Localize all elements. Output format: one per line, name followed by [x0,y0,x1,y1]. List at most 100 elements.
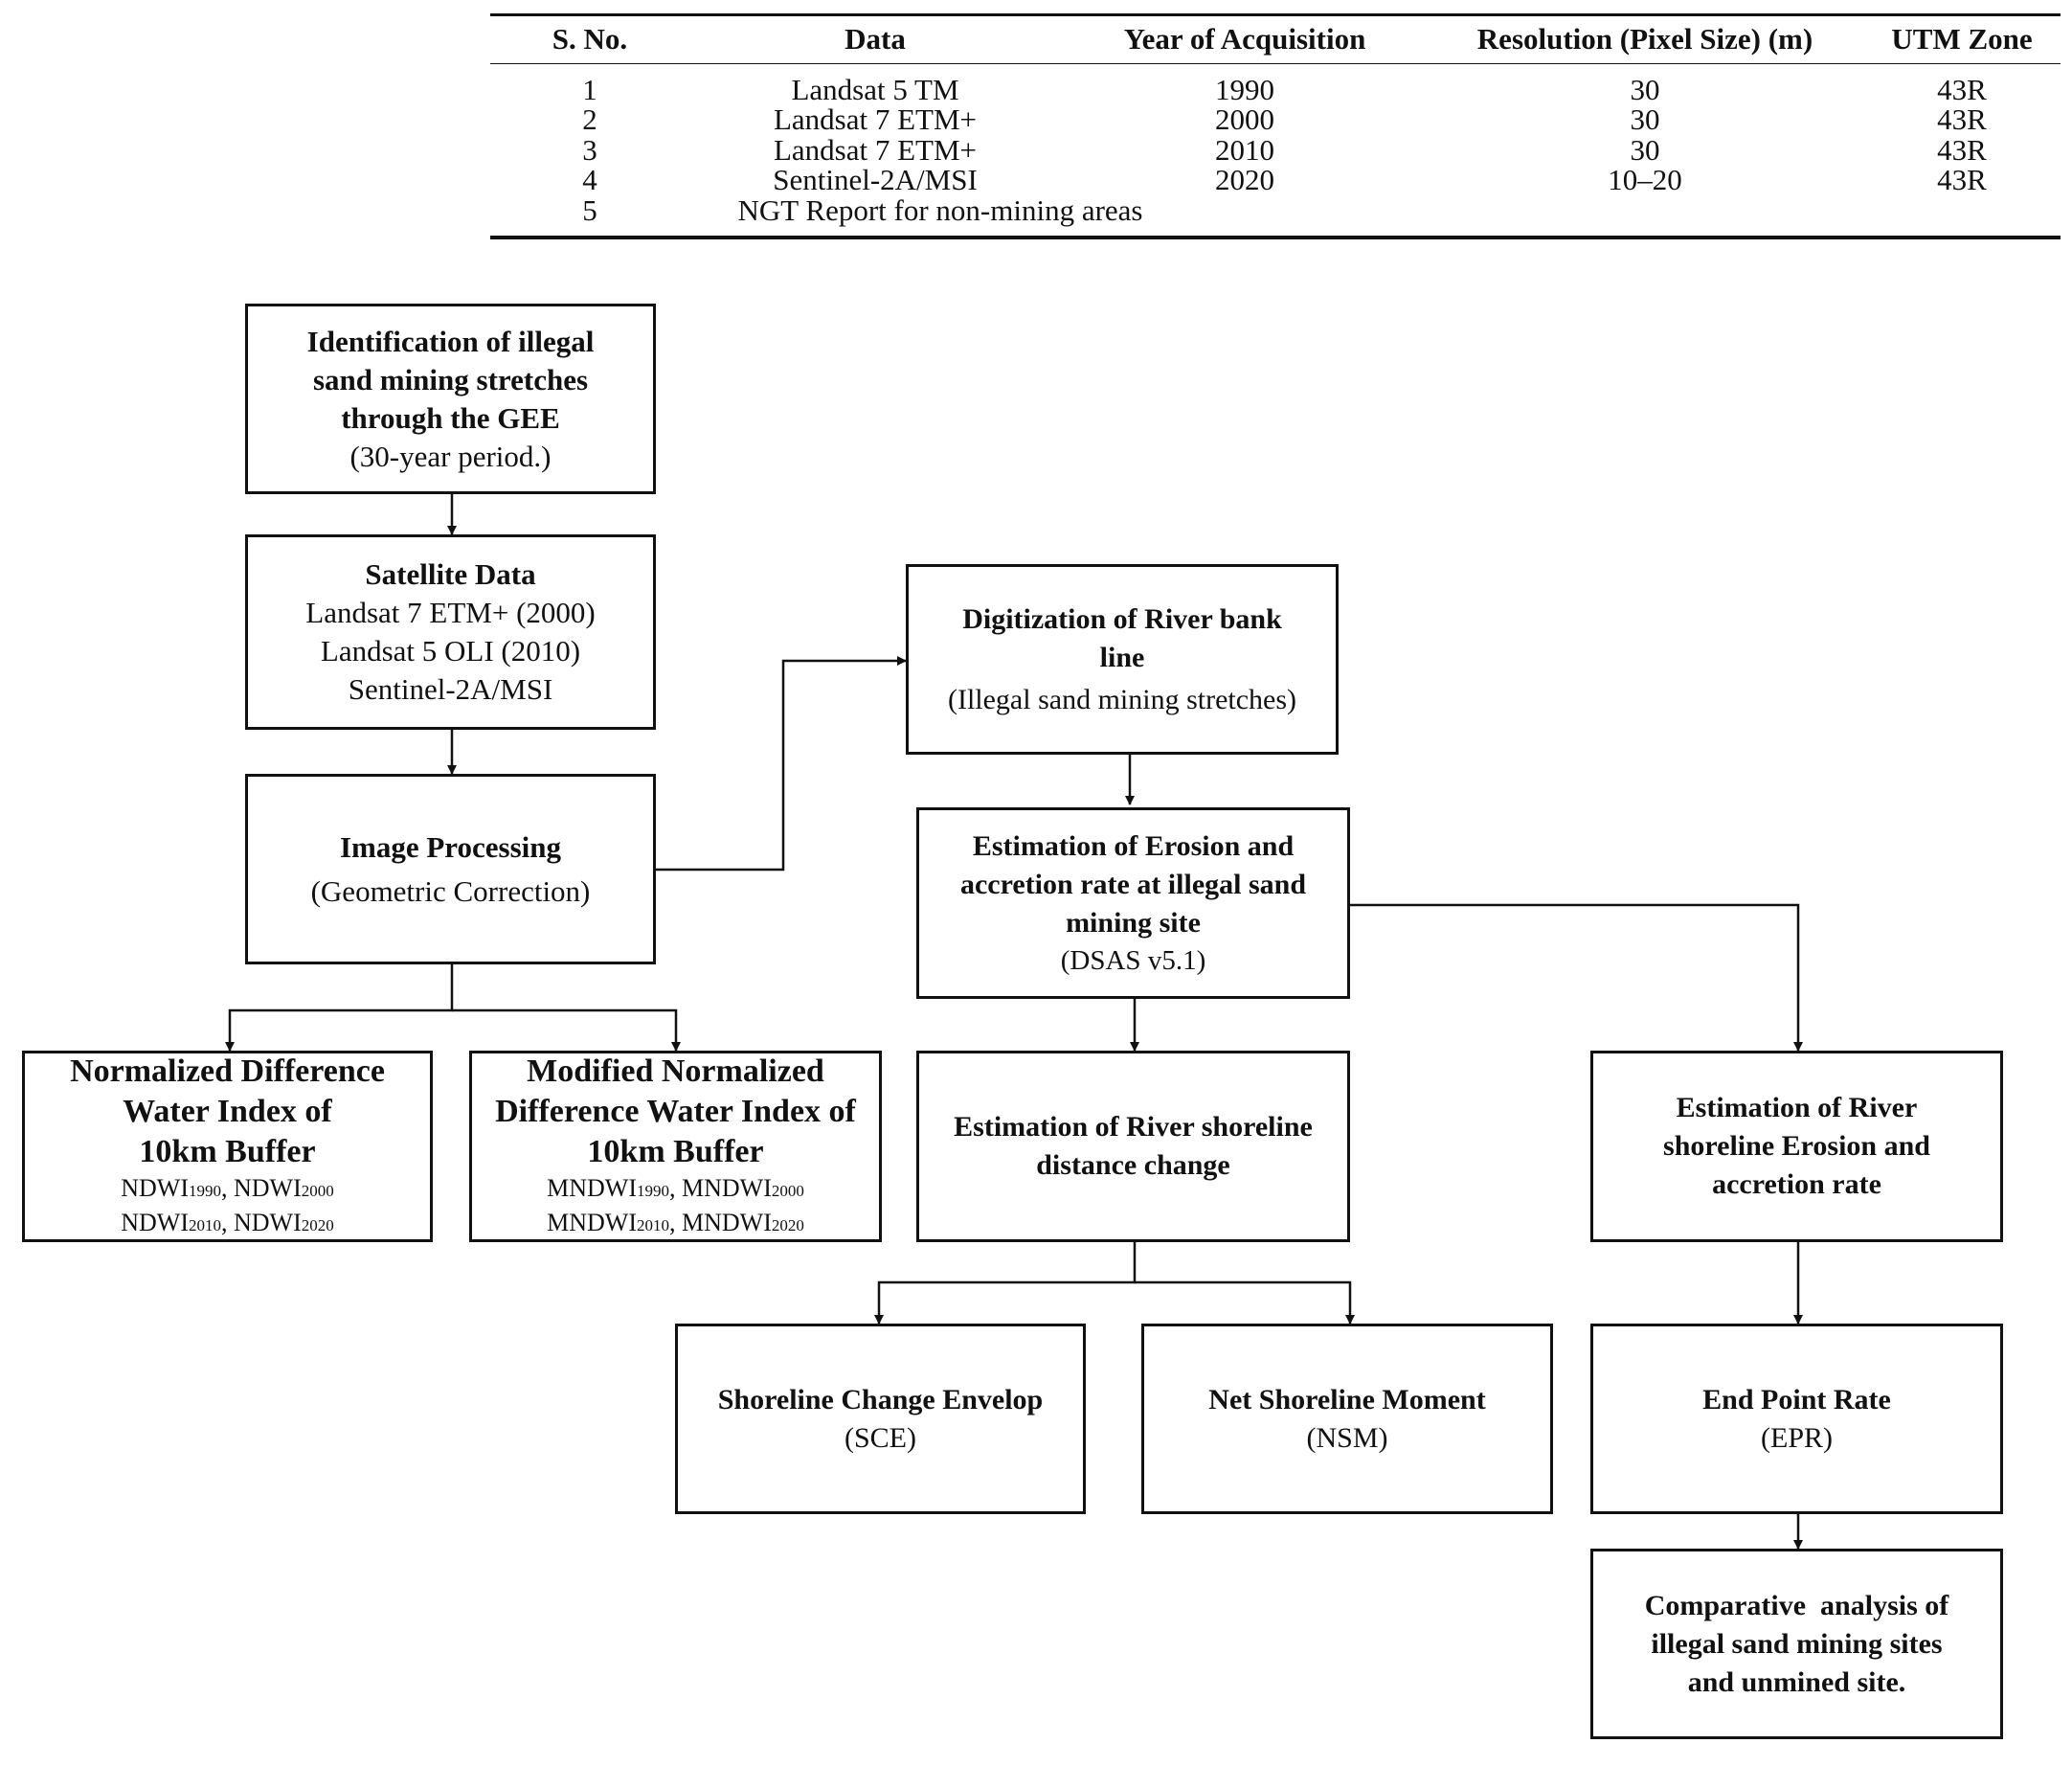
ndwi-prefix: NDWI [234,1174,302,1202]
arrow-processing-to-digitization [656,656,907,872]
digitization-box: Digitization of River bank line (Illegal… [906,564,1339,755]
table-cell: Landsat 7 ETM+ [773,102,978,136]
estimation-erosion-sub: (DSAS v5.1) [1060,945,1206,976]
sce-title: Shoreline Change Envelop [717,1383,1044,1415]
digitization-sub: (Illegal sand mining stretches) [947,683,1297,715]
table-cell: 43R [1937,102,1987,136]
mndwi-prefix: MNDWI [682,1209,772,1236]
sce-box: Shoreline Change Envelop (SCE) [675,1324,1086,1514]
arrow-processing-to-mndwi [452,1008,681,1052]
ndwi-line-2: Water Index of [123,1094,332,1129]
arrow-processing-split [225,964,454,1052]
shoreline-rate-line-3: accretion rate [1712,1168,1881,1200]
mndwi-prefix: MNDWI [547,1209,637,1236]
nsm-sub: (NSM) [1306,1421,1388,1454]
table-cell: 2 [582,102,597,136]
mndwi-line-1: Modified Normalized [527,1053,824,1089]
table-cell: 43R [1937,163,1987,196]
mndwi-year: 1990 [637,1182,669,1200]
arrow-estimation-to-rate [1350,903,1803,1052]
image-processing-title: Image Processing [339,829,562,864]
table-cell: 5 [582,193,597,227]
table-cell: 4 [582,163,597,196]
table-cell: 43R [1937,133,1987,167]
satellite-title: Satellite Data [365,557,536,591]
identification-line-2: sand mining stretches [312,362,589,396]
image-processing-sub: (Geometric Correction) [310,873,591,908]
table-cell: NGT Report for non-mining areas [737,193,1143,227]
table-header-rule [490,63,2061,64]
mndwi-line-2: Difference Water Index of [495,1094,856,1129]
table-top-rule [490,13,2061,16]
image-processing-box: Image Processing (Geometric Correction) [245,774,656,964]
table-cell: Sentinel-2A/MSI [773,163,978,196]
distance-change-box: Estimation of River shoreline distance c… [916,1051,1350,1242]
identification-line-1: Identification of illegal [306,324,595,358]
ndwi-prefix: NDWI [121,1209,189,1236]
table-cell: 1990 [1215,73,1274,106]
identification-box: Identification of illegal sand mining st… [245,304,656,494]
nsm-box: Net Shoreline Moment (NSM) [1141,1324,1553,1514]
table-cell: 2000 [1215,102,1274,136]
ndwi-prefix: NDWI [234,1209,302,1236]
table-cell: 30 [1630,133,1660,167]
distance-change-line-2: distance change [1036,1149,1230,1181]
table-header-utm: UTM Zone [1891,22,2033,56]
ndwi-box: Normalized Difference Water Index of 10k… [22,1051,433,1242]
digitization-line-2: line [1099,641,1145,673]
ndwi-prefix: NDWI [121,1174,189,1202]
table-cell: 10–20 [1608,163,1682,196]
digitization-line-1: Digitization of River bank [962,602,1282,635]
mndwi-index-line-2: MNDWI2010, MNDWI2020 [547,1209,804,1236]
mndwi-prefix: MNDWI [682,1174,772,1202]
shoreline-rate-line-1: Estimation of River [1676,1092,1918,1123]
table-cell: 2010 [1215,133,1274,167]
estimation-erosion-line-1: Estimation of Erosion and [972,830,1295,862]
ndwi-index-line-2: NDWI2010, NDWI2020 [121,1209,334,1236]
table-cell: 2020 [1215,163,1274,196]
table-bottom-rule [490,236,2061,239]
identification-line-3: through the GEE [341,400,560,435]
comparative-line-2: illegal sand mining sites [1651,1627,1943,1660]
ndwi-year: 2000 [301,1182,334,1200]
identification-sub: (30-year period.) [349,439,552,473]
epr-sub: (EPR) [1761,1421,1833,1454]
ndwi-year: 2010 [189,1216,221,1234]
mndwi-box: Modified Normalized Difference Water Ind… [469,1051,882,1242]
ndwi-year: 1990 [189,1182,221,1200]
satellite-data-box: Satellite Data Landsat 7 ETM+ (2000) Lan… [245,534,656,730]
sce-sub: (SCE) [845,1421,916,1454]
ndwi-line-3: 10km Buffer [139,1134,316,1169]
table-cell: 30 [1630,73,1660,106]
arrow-distance-to-nsm [1135,1280,1355,1325]
mndwi-year: 2010 [637,1216,669,1234]
comparative-line-3: and unmined site. [1687,1665,1906,1698]
shoreline-rate-box: Estimation of River shoreline Erosion an… [1590,1051,2003,1242]
arrow-distance-split [874,1242,1137,1325]
table-cell: 30 [1630,102,1660,136]
ndwi-index-line-1: NDWI1990, NDWI2000 [121,1174,334,1202]
table-cell: 43R [1937,73,1987,106]
table-cell: Landsat 5 TM [791,73,959,106]
table-header-data: Data [845,22,906,56]
epr-title: End Point Rate [1702,1383,1891,1415]
mndwi-prefix: MNDWI [547,1174,637,1202]
table-cell: 1 [582,73,597,106]
ndwi-line-1: Normalized Difference [70,1053,385,1089]
table-cell: Landsat 7 ETM+ [773,133,978,167]
satellite-line-2: Landsat 5 OLI (2010) [320,634,581,668]
ndwi-year: 2020 [301,1216,334,1234]
table-header-sno: S. No. [552,22,628,56]
satellite-line-1: Landsat 7 ETM+ (2000) [305,596,596,629]
distance-change-line-1: Estimation of River shoreline [954,1111,1313,1143]
nsm-title: Net Shoreline Moment [1208,1383,1486,1415]
table-header-resolution: Resolution (Pixel Size) (m) [1476,22,1813,56]
epr-box: End Point Rate (EPR) [1590,1324,2003,1514]
table-header-year: Year of Acquisition [1123,22,1366,56]
satellite-line-3: Sentinel-2A/MSI [348,672,553,706]
comparative-box: Comparative analysis of illegal sand min… [1590,1549,2003,1739]
estimation-erosion-box: Estimation of Erosion and accretion rate… [916,807,1350,999]
mndwi-year: 2020 [771,1216,804,1234]
shoreline-rate-line-2: shoreline Erosion and [1663,1130,1930,1162]
